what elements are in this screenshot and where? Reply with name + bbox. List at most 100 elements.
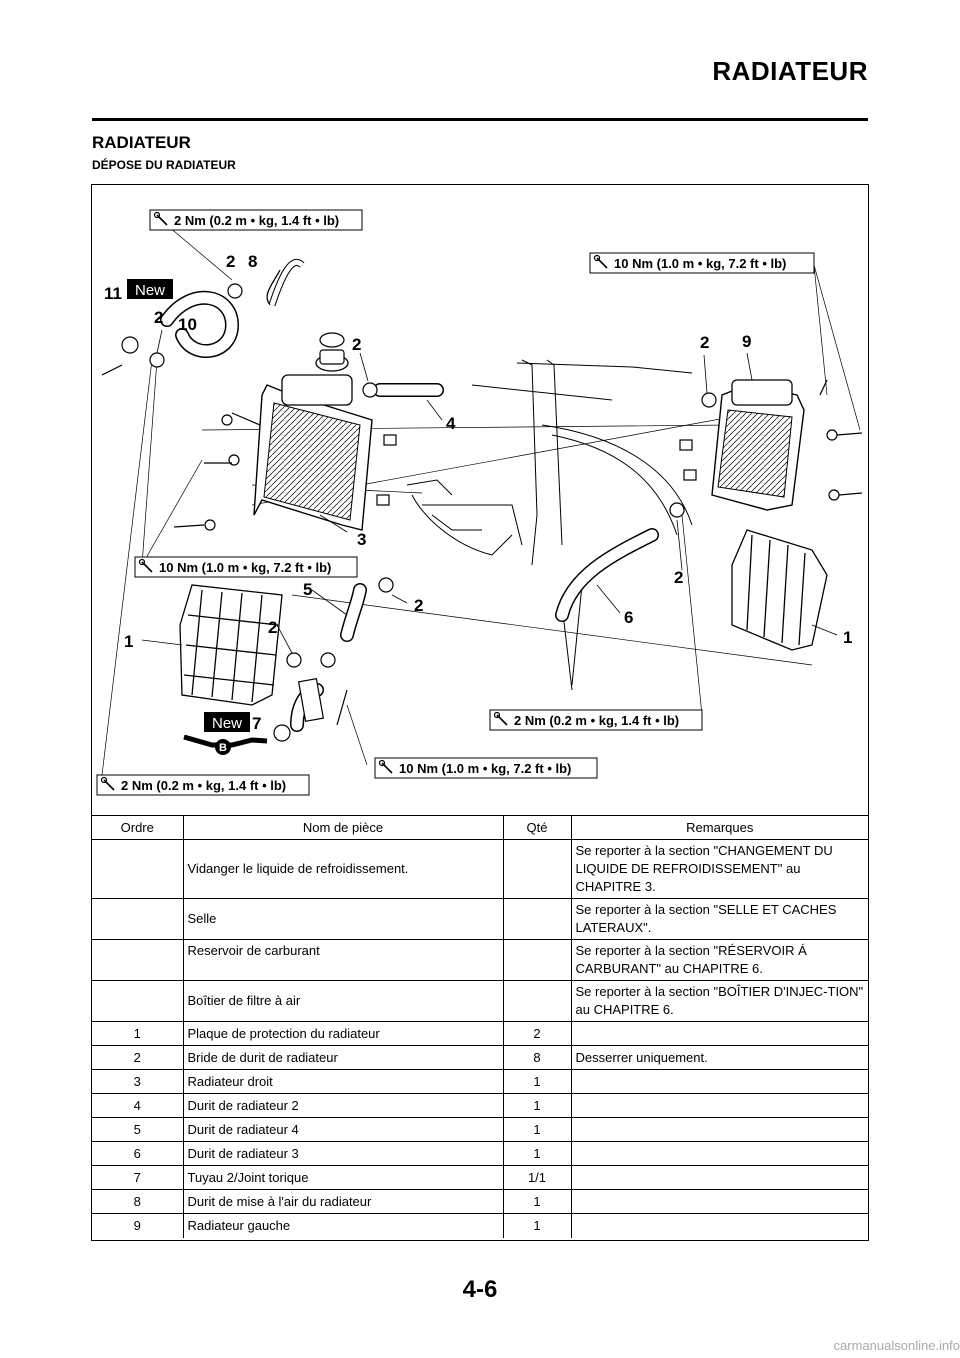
order-cell: 4	[92, 1093, 184, 1118]
table-row: Vidanger le liquide de refroidissement. …	[92, 839, 868, 899]
order-cell: 5	[92, 1117, 184, 1142]
torque-label-5: 10 Nm (1.0 m • kg, 7.2 ft • lb)	[374, 757, 598, 779]
qty-cell: 1	[502, 1189, 572, 1214]
callout-number: 6	[624, 608, 633, 627]
leader-lines	[141, 329, 838, 654]
parts-table: Ordre Nom de pièce Qté Remarques Vidange…	[92, 815, 868, 1238]
remarks-cell	[570, 1069, 868, 1094]
callout-number: 2	[352, 335, 361, 354]
content-frame: B 2 Nm (0.2 m • kg, 1.4 ft • lb) 10 Nm (…	[91, 184, 869, 1241]
table-row: 9 Radiateur gauche 1	[92, 1213, 868, 1238]
callout-number: 3	[357, 530, 366, 549]
table-row: 4 Durit de radiateur 2 1	[92, 1093, 868, 1118]
name-cell: Reservoir de carburant	[182, 939, 504, 981]
header-title: RADIATEUR	[712, 56, 868, 86]
table-row: 3 Radiateur droit 1	[92, 1069, 868, 1094]
section-title: RADIATEUR	[92, 133, 191, 152]
frame-sketch	[406, 359, 693, 691]
remarks-cell	[570, 1189, 868, 1214]
col-name-header: Nom de pièce	[182, 815, 504, 840]
qty-cell	[502, 980, 572, 1022]
remarks-cell: Se reporter à la section "CHANGEMENT DU …	[570, 839, 868, 899]
callout-number: 10	[178, 315, 197, 334]
grease-symbol: B	[183, 734, 268, 755]
protection-plate-left	[731, 529, 828, 651]
name-cell: Durit de radiateur 3	[182, 1141, 504, 1166]
name-cell: Durit de radiateur 2	[182, 1093, 504, 1118]
callout-number: 1	[843, 628, 852, 647]
callout-number: 2	[268, 618, 277, 637]
exploded-diagram: B 2 Nm (0.2 m • kg, 1.4 ft • lb) 10 Nm (…	[96, 209, 863, 796]
remarks-cell: Se reporter à la section "SELLE ET CACHE…	[570, 898, 868, 940]
header-rule	[92, 118, 868, 121]
torque-label-text: 10 Nm (1.0 m • kg, 7.2 ft • lb)	[159, 560, 331, 575]
table-row: 5 Durit de radiateur 4 1	[92, 1117, 868, 1142]
torque-label-3: 10 Nm (1.0 m • kg, 7.2 ft • lb)	[134, 556, 358, 578]
name-cell: Durit de radiateur 4	[182, 1117, 504, 1142]
callout-number: 8	[248, 252, 257, 271]
table-row: Reservoir de carburant Se reporter à la …	[92, 939, 868, 981]
left-radiator	[711, 379, 805, 511]
hoses	[160, 259, 659, 732]
order-cell	[92, 898, 184, 940]
new-badge-text: New	[135, 282, 165, 299]
callout-number: 1	[124, 632, 133, 651]
torque-label-6: 2 Nm (0.2 m • kg, 1.4 ft • lb)	[96, 774, 310, 796]
torque-label-4: 2 Nm (0.2 m • kg, 1.4 ft • lb)	[489, 709, 703, 731]
protection-plate-right	[179, 584, 283, 706]
callout-number: 2	[226, 252, 235, 271]
order-cell	[92, 980, 184, 1022]
table-header-row: Ordre Nom de pièce Qté Remarques	[92, 815, 868, 840]
name-cell: Tuyau 2/Joint torique	[182, 1165, 504, 1190]
watermark[interactable]: carmanualsonline.info	[833, 1338, 960, 1353]
torque-label-2: 10 Nm (1.0 m • kg, 7.2 ft • lb)	[589, 252, 815, 274]
remarks-cell	[570, 1165, 868, 1190]
col-order-header: Ordre	[92, 815, 184, 840]
order-cell: 2	[92, 1045, 184, 1070]
new-badge-2: New	[204, 712, 250, 732]
name-cell: Boîtier de filtre à air	[182, 980, 504, 1022]
order-cell: 9	[92, 1213, 184, 1238]
callout-number: 2	[674, 568, 683, 587]
callout-number: 2	[414, 596, 423, 615]
callout-number: 7	[252, 714, 261, 733]
new-badge-text: New	[212, 715, 242, 732]
name-cell: Plaque de protection du radiateur	[182, 1021, 504, 1046]
torque-label-text: 2 Nm (0.2 m • kg, 1.4 ft • lb)	[174, 213, 339, 228]
qty-cell: 1	[502, 1213, 572, 1238]
name-cell: Radiateur droit	[182, 1069, 504, 1094]
table-row: Selle Se reporter à la section "SELLE ET…	[92, 898, 868, 940]
qty-cell: 1/1	[502, 1165, 572, 1190]
qty-cell	[502, 839, 572, 899]
page-number: 4-6	[462, 1276, 498, 1303]
qty-cell: 1	[502, 1093, 572, 1118]
qty-cell: 1	[502, 1141, 572, 1166]
name-cell: Vidanger le liquide de refroidissement.	[182, 839, 504, 899]
torque-label-text: 2 Nm (0.2 m • kg, 1.4 ft • lb)	[514, 713, 679, 728]
qty-cell	[502, 898, 572, 940]
remarks-cell	[570, 1021, 868, 1046]
table-row: 2 Bride de durit de radiateur 8 Desserre…	[92, 1045, 868, 1070]
table-row: 1 Plaque de protection du radiateur 2	[92, 1021, 868, 1046]
callout-numbers: 2 8 11 2 10 2 4 2 9 3 5 2 1 2 6 2 1 7	[104, 252, 852, 733]
order-cell: 1	[92, 1021, 184, 1046]
name-cell: Selle	[182, 898, 504, 940]
grease-letter: B	[219, 742, 227, 754]
qty-cell: 8	[502, 1045, 572, 1070]
callout-number: 9	[742, 332, 751, 351]
torque-label-text: 10 Nm (1.0 m • kg, 7.2 ft • lb)	[399, 761, 571, 776]
callout-number: 4	[446, 414, 456, 433]
remarks-cell: Desserrer uniquement.	[570, 1045, 868, 1070]
order-cell: 3	[92, 1069, 184, 1094]
torque-label-text: 2 Nm (0.2 m • kg, 1.4 ft • lb)	[121, 778, 286, 793]
col-remarks-header: Remarques	[570, 815, 868, 840]
table-row: Boîtier de filtre à air Se reporter à la…	[92, 980, 868, 1022]
new-badge-1: New	[127, 279, 173, 299]
order-cell: 7	[92, 1165, 184, 1190]
qty-cell	[502, 939, 572, 981]
name-cell: Bride de durit de radiateur	[182, 1045, 504, 1070]
col-qty-header: Qté	[502, 815, 572, 840]
name-cell: Durit de mise à l'air du radiateur	[182, 1189, 504, 1214]
remarks-cell: Se reporter à la section "BOÎTIER D'INJE…	[570, 980, 868, 1022]
order-cell: 6	[92, 1141, 184, 1166]
